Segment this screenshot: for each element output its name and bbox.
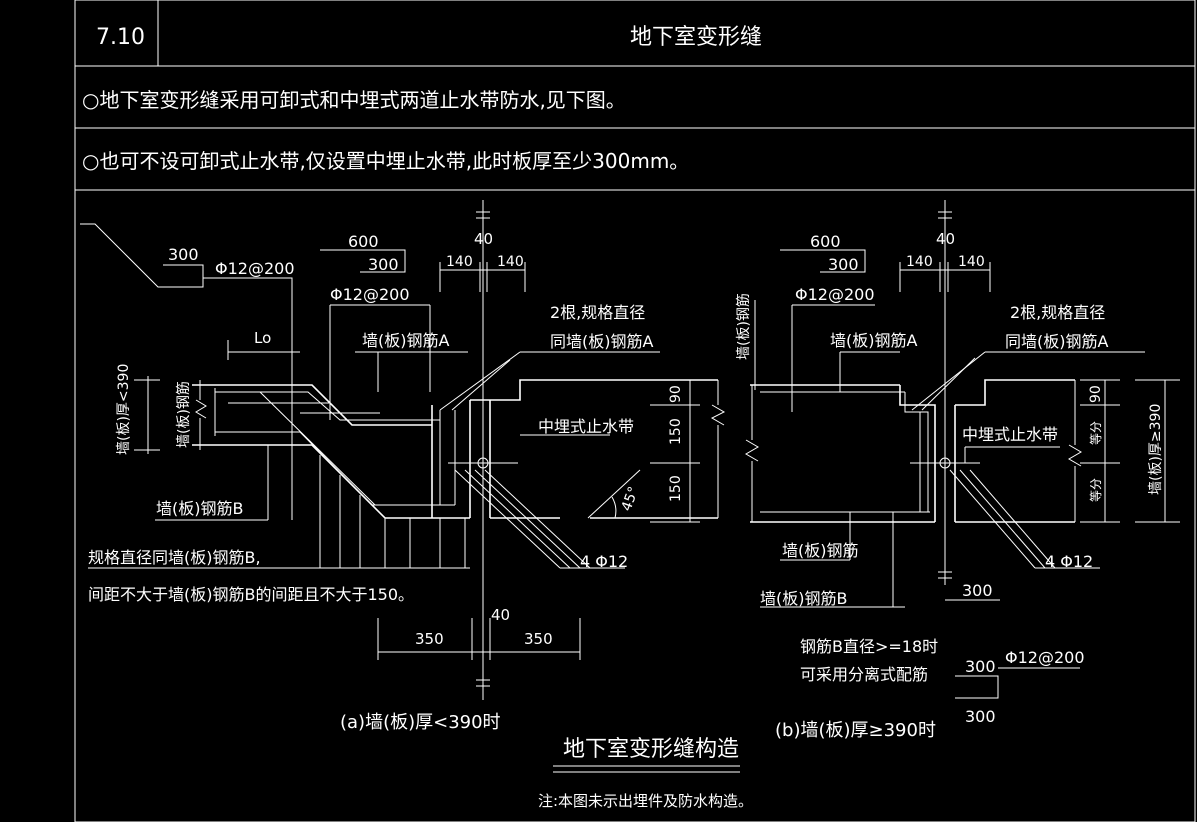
fig-b-wall-rebar: 墙(板)钢筋 (782, 541, 859, 560)
drawing-title: 地下室变形缝构造 (563, 737, 739, 762)
fig-a-wall-rebar-b: 墙(板)钢筋B (156, 499, 243, 518)
drawing-note: 注:本图未示出埋件及防水构造。 (538, 792, 753, 810)
fig-a-dim-150b: 150 (668, 475, 684, 502)
fig-a-dim-350-left: 350 (415, 630, 444, 648)
fig-b-bars-4: 4 Φ12 (1045, 552, 1093, 571)
fig-b-dim-40: 40 (936, 230, 955, 248)
fig-a-bars-4: 4 Φ12 (580, 552, 628, 571)
fig-b-equal-a: 等分 (1089, 421, 1103, 445)
fig-a-wall-rebar-vertical: 墙(板)钢筋 (175, 381, 192, 448)
fig-b-waterstop: 中埋式止水带 (962, 425, 1058, 444)
fig-a-dim-300b: 300 (368, 255, 399, 274)
fig-a-dim-90: 90 (668, 385, 684, 403)
fig-b-dim-140-left: 140 (906, 254, 933, 270)
fig-b-dim-300d: 300 (965, 707, 996, 726)
note-line-1: ○地下室变形缝采用可卸式和中埋式两道止水带防水,见下图。 (82, 88, 626, 112)
table-frame (74, 0, 1196, 822)
fig-b-dim-300b: 300 (962, 581, 993, 600)
note-line-2: ○也可不设可卸式止水带,仅设置中埋止水带,此时板厚至少300mm。 (82, 149, 689, 173)
fig-a-rebar-top: Φ12@200 (215, 259, 295, 278)
fig-a-dim-140-left: 140 (446, 254, 473, 270)
fig-b-dim-300c: 300 (965, 657, 996, 676)
fig-b-thickness-label: 墙(板)厚≥390 (1148, 404, 1164, 495)
fig-b-wall-rebar-b: 墙(板)钢筋B (760, 589, 847, 608)
fig-a-rebar-mid: Φ12@200 (330, 285, 410, 304)
fig-a-angle: 45° (619, 485, 643, 514)
figure-b (745, 200, 1180, 699)
fig-a-dim-140-right: 140 (497, 254, 524, 270)
fig-a-thickness-label: 墙(板)厚<390 (116, 364, 132, 455)
fig-b-two-bars-1: 2根,规格直径 (1010, 303, 1105, 322)
fig-b-rebar-detail: Φ12@200 (1005, 648, 1085, 667)
fig-a-note-1: 规格直径同墙(板)钢筋B, (88, 548, 261, 567)
fig-b-dim-300: 300 (828, 255, 859, 274)
fig-b-dim-600: 600 (810, 232, 841, 251)
fig-b-dim-90: 90 (1088, 385, 1104, 403)
fig-a-note-2: 间距不大于墙(板)钢筋B的间距且不大于150。 (88, 585, 414, 604)
figure-a (80, 200, 726, 700)
fig-b-note-2: 可采用分离式配筋 (800, 665, 928, 684)
fig-b-caption: (b)墙(板)厚≥390时 (775, 720, 936, 741)
fig-a-wall-rebar-a: 墙(板)钢筋A (362, 331, 449, 350)
fig-a-caption: (a)墙(板)厚<390时 (340, 712, 501, 733)
fig-b-wall-rebar-vertical: 墙(板)钢筋 (735, 293, 752, 360)
fig-b-equal-b: 等分 (1089, 478, 1103, 502)
fig-a-two-bars-1: 2根,规格直径 (550, 303, 645, 322)
fig-a-dim-40b: 40 (491, 606, 510, 624)
fig-a-dim-150a: 150 (668, 418, 684, 445)
fig-a-dim-350-right: 350 (524, 630, 553, 648)
fig-a-lap-length: Lo (254, 329, 271, 347)
fig-a-two-bars-2: 同墙(板)钢筋A (550, 332, 653, 351)
fig-a-dim-300: 300 (168, 245, 199, 264)
section-title: 地下室变形缝 (630, 25, 762, 50)
fig-b-note-1: 钢筋B直径>=18时 (800, 637, 938, 656)
fig-a-dim-600: 600 (348, 232, 379, 251)
fig-b-wall-rebar-a: 墙(板)钢筋A (830, 331, 917, 350)
section-number: 7.10 (96, 25, 145, 50)
fig-b-dim-140-right: 140 (958, 254, 985, 270)
fig-b-rebar-top: Φ12@200 (795, 285, 875, 304)
fig-b-two-bars-2: 同墙(板)钢筋A (1005, 332, 1108, 351)
fig-a-dim-40: 40 (474, 230, 493, 248)
fig-a-waterstop: 中埋式止水带 (538, 417, 634, 436)
